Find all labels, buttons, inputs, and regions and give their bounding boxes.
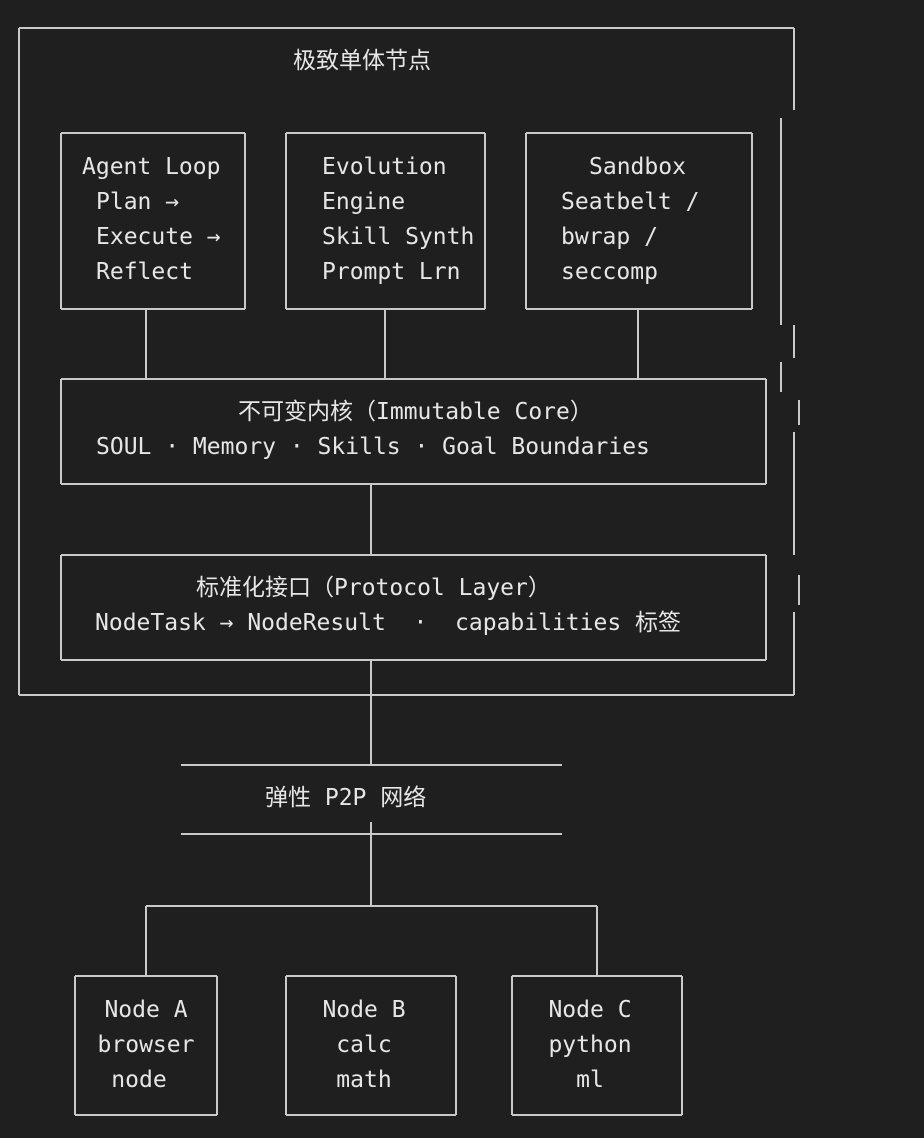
core-subtitle: SOUL · Memory · Skills · Goal Boundaries — [96, 434, 650, 460]
evolution-line-3: Prompt Lrn — [322, 259, 461, 285]
protocol-title: 标准化接口（Protocol Layer） — [196, 575, 551, 601]
protocol-frame — [60, 554, 767, 661]
node-a-title: Node A — [104, 997, 188, 1023]
agent-loop-frame — [60, 132, 246, 310]
core-title: 不可变内核（Immutable Core） — [238, 399, 593, 425]
node-b-frame — [285, 975, 457, 1116]
node-c-line-2: ml — [576, 1067, 604, 1093]
agent-loop-line-1: Plan → — [96, 189, 180, 215]
sandbox-line-3: seccomp — [561, 259, 658, 285]
agent-loop-line-2: Execute → — [96, 224, 221, 250]
sandbox-line-2: bwrap / — [561, 224, 658, 250]
node-c-title: Node C — [548, 997, 632, 1023]
network-label: 弹性 P2P 网络 — [265, 785, 427, 811]
node-a-frame — [74, 975, 218, 1116]
agent-loop-line-3: Reflect — [96, 259, 193, 285]
agent-loop-title: Agent Loop — [82, 154, 221, 180]
node-a-line-1: browser — [97, 1032, 195, 1058]
core-frame — [60, 378, 767, 485]
protocol-subtitle: NodeTask → NodeResult · capabilities 标签 — [95, 610, 682, 636]
sandbox-title: Sandbox — [589, 154, 686, 180]
node-a-line-2: node — [111, 1067, 167, 1093]
evolution-line-1: Engine — [322, 189, 406, 215]
outer-title: 极致单体节点 — [293, 48, 431, 74]
node-tree-connectors — [145, 905, 598, 976]
outer-frame — [18, 27, 800, 696]
node-c-line-1: python — [548, 1032, 632, 1058]
node-b-line-2: math — [336, 1067, 392, 1093]
node-b-title: Node B — [322, 997, 406, 1023]
evolution-line-2: Skill Synth — [322, 224, 475, 250]
upper-connectors — [145, 309, 639, 379]
node-b-line-1: calc — [336, 1032, 392, 1058]
evolution-title: Evolution — [322, 154, 447, 180]
node-c-frame — [511, 975, 683, 1116]
sandbox-line-1: Seatbelt / — [561, 189, 700, 215]
